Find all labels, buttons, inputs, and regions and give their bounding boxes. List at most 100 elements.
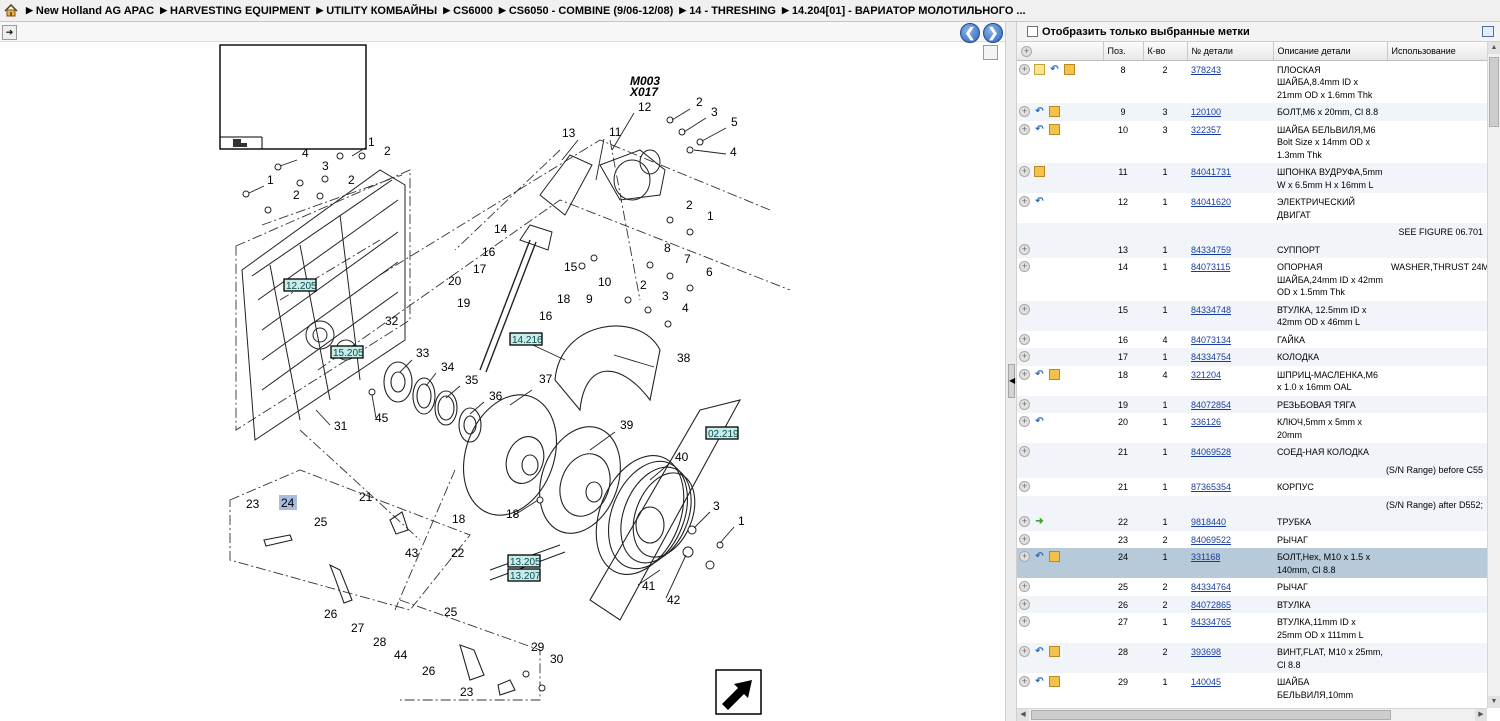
expand-row-icon[interactable]: + bbox=[1019, 368, 1030, 380]
breadcrumb-item[interactable]: ▶CS6050 - COMBINE (9/06-12/08) bbox=[499, 5, 673, 17]
callout-2[interactable]: 2 bbox=[640, 278, 647, 292]
callout-37[interactable]: 37 bbox=[539, 372, 553, 386]
callout-1[interactable]: 1 bbox=[707, 209, 714, 223]
diagram-nav-arrow[interactable] bbox=[715, 669, 762, 715]
callout-32[interactable]: 32 bbox=[385, 314, 399, 328]
callout-27[interactable]: 27 bbox=[351, 621, 365, 635]
figure-reference-link[interactable]: 02.219 bbox=[705, 426, 739, 440]
column-header-usage[interactable]: Использование bbox=[1387, 42, 1487, 61]
callout-26[interactable]: 26 bbox=[422, 664, 436, 678]
return-arrow-icon[interactable]: ↶ bbox=[1035, 106, 1044, 117]
package-icon[interactable] bbox=[1049, 551, 1060, 562]
breadcrumb-item[interactable]: ▶14 - THRESHING bbox=[679, 5, 776, 17]
callout-3[interactable]: 3 bbox=[322, 159, 329, 173]
figure-reference-link[interactable]: 15.205 bbox=[330, 345, 364, 359]
callout-21[interactable]: 21 bbox=[359, 490, 373, 504]
callout-19[interactable]: 19 bbox=[457, 296, 471, 310]
expand-row-icon[interactable]: + bbox=[1019, 598, 1030, 610]
part-number-link[interactable]: 87365354 bbox=[1191, 482, 1232, 492]
expand-row-icon[interactable]: + bbox=[1019, 398, 1030, 410]
callout-18[interactable]: 18 bbox=[557, 292, 571, 306]
part-number-link[interactable]: 84073134 bbox=[1191, 334, 1232, 345]
expand-row-icon[interactable]: + bbox=[1019, 646, 1030, 657]
breadcrumb-item[interactable]: ▶CS6000 bbox=[443, 5, 493, 17]
callout-2[interactable]: 2 bbox=[293, 188, 300, 202]
expand-row-icon[interactable]: + bbox=[1019, 261, 1030, 272]
expand-all-icon[interactable]: + bbox=[1021, 45, 1032, 57]
note-icon[interactable] bbox=[1034, 63, 1045, 75]
callout-4[interactable]: 4 bbox=[302, 146, 309, 160]
part-number-link[interactable]: 84041620 bbox=[1191, 197, 1232, 207]
part-number-link[interactable]: 84334748 bbox=[1191, 304, 1232, 315]
part-number-link[interactable]: 84072854 bbox=[1191, 399, 1232, 410]
callout-39[interactable]: 39 bbox=[620, 418, 634, 432]
callout-7[interactable]: 7 bbox=[684, 252, 691, 266]
home-icon[interactable] bbox=[4, 4, 18, 17]
callout-3[interactable]: 3 bbox=[662, 289, 669, 303]
expand-row-icon[interactable]: + bbox=[1019, 551, 1030, 562]
callout-16[interactable]: 16 bbox=[482, 245, 496, 259]
expand-row-icon[interactable]: + bbox=[1019, 516, 1030, 527]
callout-2[interactable]: 2 bbox=[384, 144, 391, 158]
callout-3[interactable]: 3 bbox=[711, 105, 718, 119]
expand-row-icon[interactable]: + bbox=[1019, 333, 1030, 345]
callout-3[interactable]: 3 bbox=[713, 499, 720, 513]
expand-row-icon[interactable]: + bbox=[1019, 533, 1030, 545]
callout-4[interactable]: 4 bbox=[682, 301, 689, 315]
part-number-link[interactable]: 393698 bbox=[1191, 647, 1222, 657]
expand-panel-button[interactable]: ➔ bbox=[2, 25, 17, 40]
callout-4[interactable]: 4 bbox=[730, 145, 737, 159]
callout-43[interactable]: 43 bbox=[405, 546, 419, 560]
expand-row-icon[interactable]: + bbox=[1019, 123, 1030, 135]
package-icon[interactable] bbox=[1049, 123, 1060, 135]
callout-1[interactable]: 1 bbox=[267, 173, 274, 187]
package-icon[interactable] bbox=[1034, 166, 1045, 177]
return-arrow-icon[interactable]: ↶ bbox=[1050, 63, 1059, 75]
green-arrow-icon[interactable]: ➜ bbox=[1035, 516, 1044, 527]
callout-29[interactable]: 29 bbox=[531, 640, 545, 654]
part-number-link[interactable]: 84334759 bbox=[1191, 244, 1232, 255]
return-arrow-icon[interactable]: ↶ bbox=[1035, 646, 1044, 657]
expand-row-icon[interactable]: + bbox=[1019, 416, 1030, 427]
part-number-link[interactable]: 321204 bbox=[1191, 369, 1222, 380]
callout-23[interactable]: 23 bbox=[460, 685, 474, 699]
return-arrow-icon[interactable]: ↶ bbox=[1035, 416, 1044, 427]
part-number-link[interactable]: 336126 bbox=[1191, 417, 1222, 427]
callout-45[interactable]: 45 bbox=[375, 411, 389, 425]
part-number-link[interactable]: 322357 bbox=[1191, 124, 1222, 135]
part-number-link[interactable]: 84073115 bbox=[1191, 262, 1231, 272]
return-arrow-icon[interactable]: ↶ bbox=[1035, 368, 1044, 380]
callout-2[interactable]: 2 bbox=[686, 198, 693, 212]
callout-35[interactable]: 35 bbox=[465, 373, 479, 387]
return-arrow-icon[interactable]: ↶ bbox=[1035, 196, 1044, 207]
callout-1[interactable]: 1 bbox=[368, 135, 375, 149]
scroll-down-button[interactable]: ▼ bbox=[1488, 696, 1500, 708]
callout-9[interactable]: 9 bbox=[586, 292, 593, 306]
expand-row-icon[interactable]: + bbox=[1019, 196, 1030, 207]
figure-reference-link[interactable]: 14.216 bbox=[509, 332, 543, 346]
expand-row-icon[interactable]: + bbox=[1019, 581, 1030, 592]
part-number-link[interactable]: 84334754 bbox=[1191, 352, 1232, 362]
callout-18[interactable]: 18 bbox=[452, 512, 466, 526]
horizontal-scroll-thumb[interactable] bbox=[1031, 710, 1391, 720]
callout-28[interactable]: 28 bbox=[373, 635, 387, 649]
column-header-actions[interactable]: + bbox=[1017, 42, 1104, 61]
callout-18[interactable]: 18 bbox=[506, 507, 520, 521]
vertical-scroll-thumb[interactable] bbox=[1489, 57, 1499, 127]
callout-13[interactable]: 13 bbox=[562, 126, 576, 140]
part-number-link[interactable]: 84041731 bbox=[1191, 167, 1232, 177]
breadcrumb-item[interactable]: ▶UTILITY КОМБАЙНЫ bbox=[316, 5, 437, 17]
column-header-part-number[interactable]: № детали bbox=[1187, 42, 1274, 61]
